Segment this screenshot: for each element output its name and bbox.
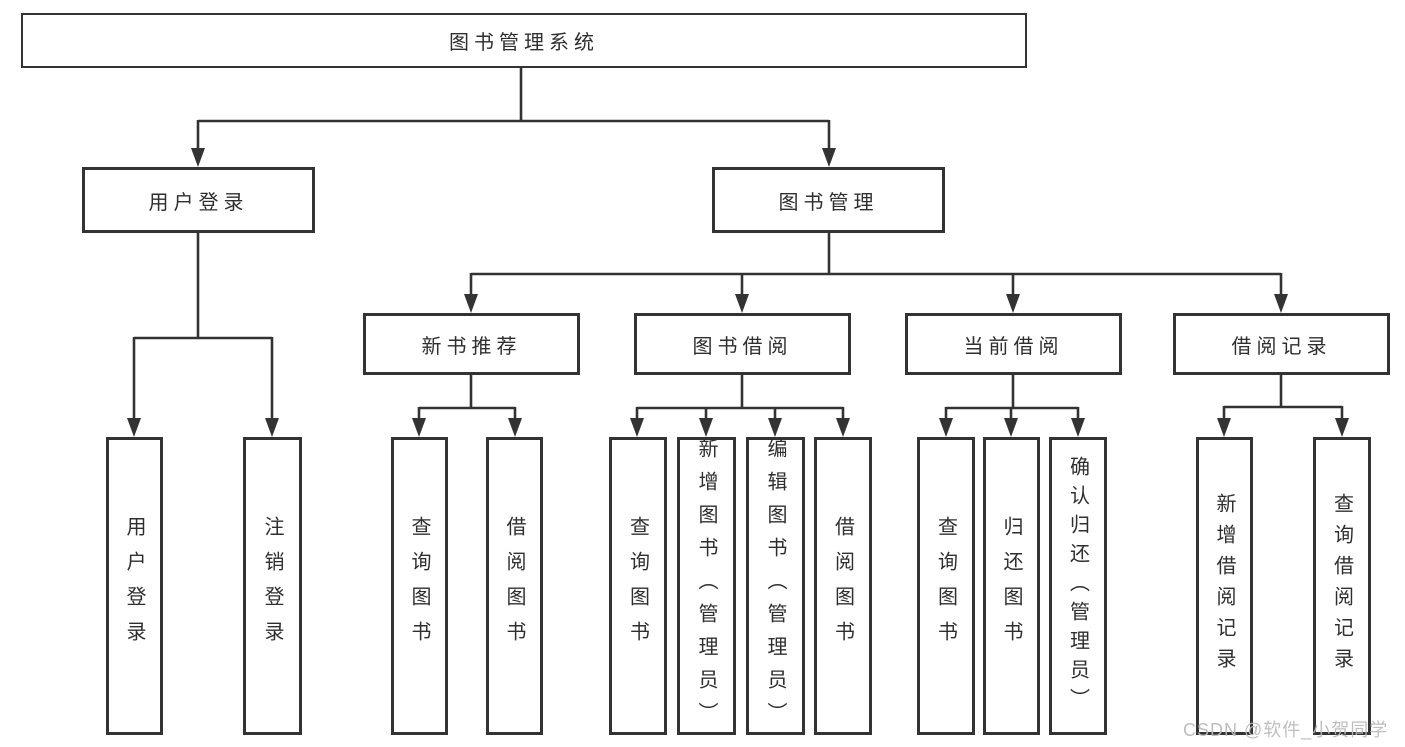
leaf-logout: 注销登录: [243, 437, 302, 735]
arrow-down-icon: [191, 148, 205, 167]
arrow-down-icon: [836, 418, 850, 437]
arrowheads: [127, 148, 1349, 437]
arrow-down-icon: [1006, 294, 1020, 313]
arrow-down-icon: [630, 418, 644, 437]
node-borrow-records: 借阅记录: [1173, 313, 1390, 375]
arrow-down-icon: [699, 418, 713, 437]
leaf-query-books-1: 查询图书: [391, 437, 448, 735]
arrow-down-icon: [464, 294, 478, 313]
node-book-borrow: 图书借阅: [634, 313, 851, 375]
arrow-down-icon: [822, 148, 836, 167]
arrow-down-icon: [1004, 418, 1018, 437]
arrow-down-icon: [1274, 294, 1288, 313]
arrow-down-icon: [412, 418, 426, 437]
leaf-query-borrow-record: 查询借阅记录: [1313, 437, 1371, 735]
leaf-edit-books-admin: 编辑图书（管理员）: [746, 437, 805, 735]
leaf-query-books-2: 查询图书: [609, 437, 667, 735]
leaf-confirm-return-admin: 确认归还（管理员）: [1049, 437, 1107, 735]
node-new-book-recommend: 新书推荐: [363, 313, 580, 375]
arrow-down-icon: [1071, 418, 1085, 437]
leaf-user-login: 用户登录: [106, 437, 163, 735]
arrow-down-icon: [1335, 418, 1349, 437]
arrow-down-icon: [265, 418, 279, 437]
arrow-down-icon: [508, 418, 522, 437]
arrow-down-icon: [768, 418, 782, 437]
leaf-query-books-3: 查询图书: [917, 437, 975, 735]
leaf-add-books-admin: 新增图书（管理员）: [677, 437, 736, 735]
node-book-management: 图书管理: [712, 167, 945, 233]
leaf-borrow-books-2: 借阅图书: [814, 437, 872, 735]
leaf-return-books: 归还图书: [983, 437, 1040, 735]
leaf-borrow-books-1: 借阅图书: [486, 437, 543, 735]
leaf-add-borrow-record: 新增借阅记录: [1196, 437, 1253, 735]
node-root-title: 图书管理系统: [21, 13, 1027, 68]
arrow-down-icon: [735, 294, 749, 313]
node-current-borrow: 当前借阅: [905, 313, 1122, 375]
arrow-down-icon: [1217, 418, 1231, 437]
arrow-down-icon: [939, 418, 953, 437]
arrow-down-icon: [127, 418, 141, 437]
csdn-watermark: CSDN @软件_小贺同学: [1183, 720, 1389, 740]
node-user-login: 用户登录: [82, 167, 315, 233]
